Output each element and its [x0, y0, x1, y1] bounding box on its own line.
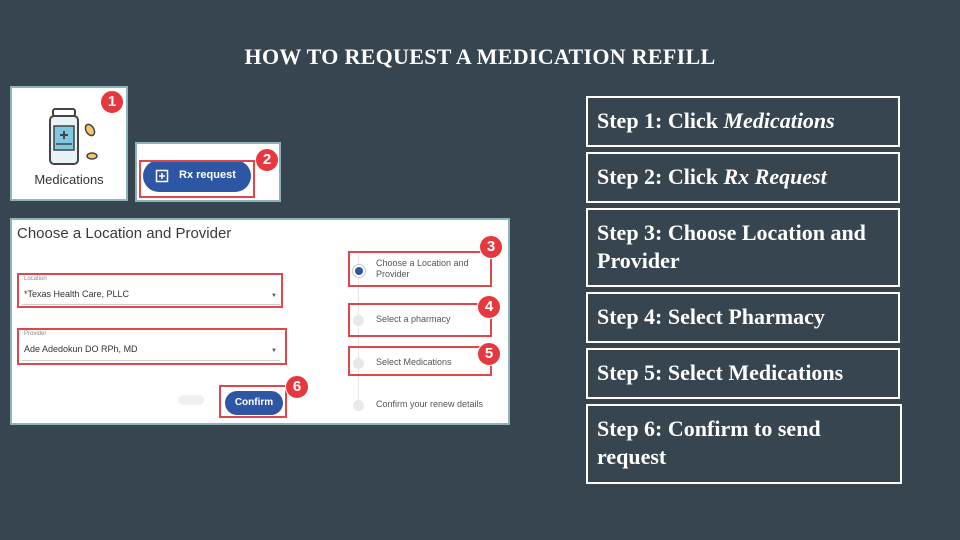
provider-field-label: Provider: [24, 331, 47, 337]
step-6-text: Step 6: Confirm to send request: [597, 416, 821, 469]
step-2-box: Step 2: Click Rx Request: [586, 152, 900, 203]
step-4-text: Step 4: Select Pharmacy: [597, 304, 825, 329]
stepper-dot-1: [352, 264, 366, 278]
highlight-step-4: [348, 303, 492, 337]
provider-chevron-icon[interactable]: ▼: [271, 348, 277, 354]
badge-1: 1: [100, 90, 124, 114]
badge-5: 5: [477, 342, 501, 366]
highlight-rx: [139, 160, 255, 198]
stepper-label-1: Choose a Location and Provider: [376, 258, 469, 279]
badge-6: 6: [285, 375, 309, 399]
badge-4: 4: [477, 295, 501, 319]
location-chevron-icon[interactable]: ▼: [271, 293, 277, 299]
stepper-label-4: Confirm your renew details: [376, 399, 484, 409]
provider-underline: [22, 360, 280, 361]
location-select-value[interactable]: *Texas Health Care, PLLC: [24, 289, 130, 299]
highlight-confirm: [219, 385, 287, 418]
medication-bottle-icon: [49, 108, 98, 165]
cancel-button-faint[interactable]: [178, 395, 204, 405]
choose-location-panel: Choose a Location and Provider Location …: [10, 218, 510, 425]
stepper-label-3: Select Medications: [376, 357, 452, 367]
medications-panel[interactable]: Medications 1: [10, 86, 128, 201]
highlight-step-5: [348, 346, 492, 376]
rx-icon: [155, 169, 169, 183]
form-title: Choose a Location and Provider: [17, 225, 232, 242]
highlight-location: [17, 273, 283, 308]
step-1-box: Step 1: Click Medications: [586, 96, 900, 147]
step-6-box: Step 6: Confirm to send request: [586, 404, 902, 484]
step-5-box: Step 5: Select Medications: [586, 348, 900, 399]
location-field-label: Location: [24, 276, 47, 282]
stepper-dot-4: [353, 400, 364, 411]
stepper-dot-2: [353, 315, 364, 326]
rx-request-button[interactable]: Rx request: [143, 160, 251, 192]
page-title: HOW TO REQUEST A MEDICATION REFILL: [244, 44, 716, 69]
step-3-box: Step 3: Choose Location and Provider: [586, 208, 900, 287]
rx-request-label: Rx request: [179, 169, 236, 181]
step-5-text: Step 5: Select Medications: [597, 360, 844, 385]
badge-3: 3: [479, 235, 503, 259]
step-3-text: Step 3: Choose Location and Provider: [597, 220, 866, 273]
badge-2: 2: [255, 148, 279, 172]
stepper-line: [358, 254, 359, 409]
highlight-step-3: [348, 251, 492, 287]
medications-label[interactable]: Medications: [34, 172, 104, 187]
provider-select-value[interactable]: Ade Adedokun DO RPh, MD: [24, 344, 138, 354]
step-1-emph: Medications: [723, 108, 835, 133]
stepper-label-2: Select a pharmacy: [376, 314, 451, 324]
step-4-box: Step 4: Select Pharmacy: [586, 292, 900, 343]
highlight-provider: [17, 328, 287, 365]
step-1-prefix: Step 1: Click: [597, 108, 724, 133]
step-2-emph: Rx Request: [723, 164, 827, 189]
confirm-button[interactable]: Confirm: [225, 391, 283, 415]
stepper-dot-3: [353, 358, 364, 369]
rx-request-panel: Rx request 2: [135, 142, 281, 202]
step-2-prefix: Step 2: Click: [597, 164, 724, 189]
location-underline: [22, 304, 280, 305]
